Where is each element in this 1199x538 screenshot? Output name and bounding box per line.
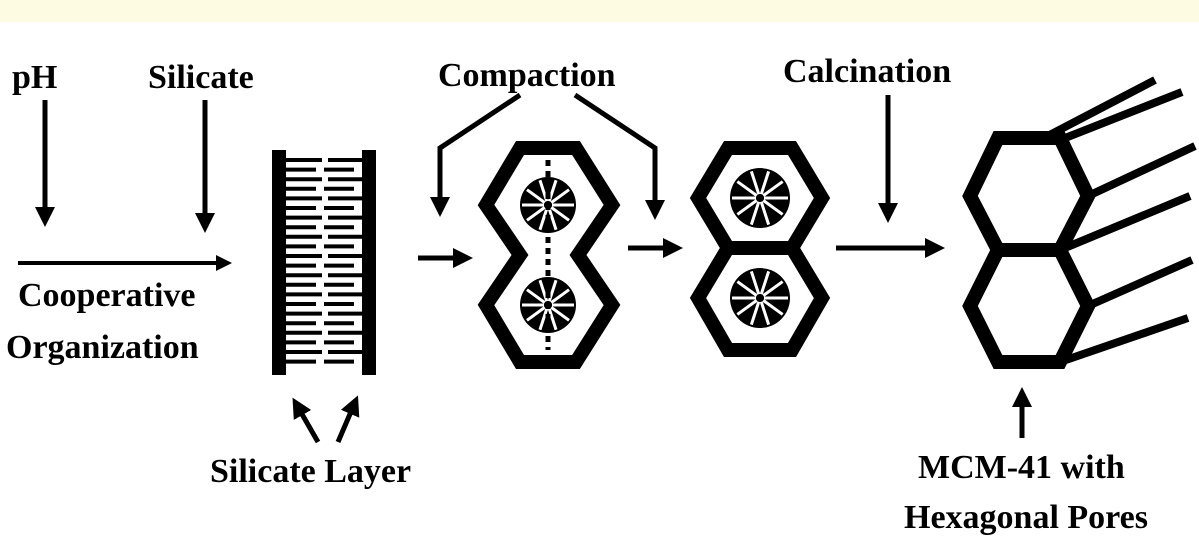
- compacting-micelles: [477, 141, 621, 369]
- product-label-line2: Hexagonal Pores: [904, 499, 1148, 536]
- compaction-label: Compaction: [438, 57, 616, 94]
- silicate-layer-stack: [272, 150, 376, 375]
- cooperative-label-line1: Cooperative: [18, 277, 196, 314]
- hexagon-pair: [689, 141, 831, 357]
- silicate-layer-label: Silicate Layer: [210, 453, 411, 490]
- ph-label: pH: [12, 59, 57, 96]
- silicate-layer-pointer-left: [292, 397, 321, 444]
- calcination-label: Calcination: [783, 53, 951, 90]
- compaction-pointer-right: [573, 92, 665, 220]
- silicate-label: Silicate: [148, 59, 254, 96]
- compaction-pointer-left: [430, 92, 522, 217]
- product-label-line1: MCM-41 with: [918, 449, 1125, 486]
- cooperative-label-line2: Organization: [6, 329, 199, 366]
- silicate-layer-pointer-right: [335, 395, 360, 443]
- mcm41-hexagonal-pores: [962, 76, 1197, 369]
- top-band: [0, 0, 1199, 22]
